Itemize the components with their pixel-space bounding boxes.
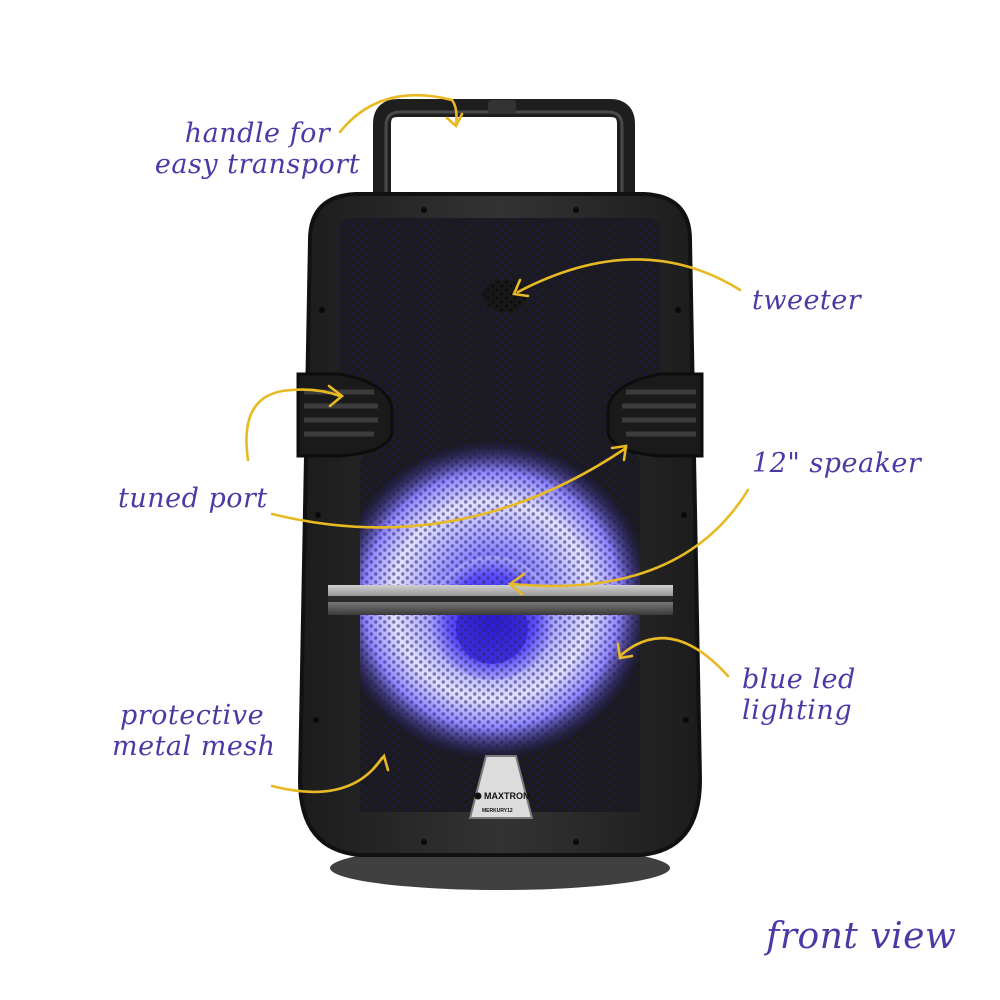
label-front-view: front view (766, 916, 957, 957)
arrow-speaker (510, 488, 750, 588)
handle (373, 99, 635, 212)
label-tuned-port: tuned port (118, 483, 268, 514)
arrow-tuned-port (245, 388, 342, 462)
callout-arrows (245, 93, 750, 794)
cabinet-screws (313, 207, 689, 845)
label-metal-mesh: protective metal mesh (112, 700, 276, 762)
arrow-tweeter (516, 258, 742, 294)
metal-mesh (340, 218, 660, 812)
brand-badge: MAXTRON MERKURY12 (468, 755, 534, 819)
arrow-led (618, 636, 730, 678)
tuned-port-right (606, 372, 704, 458)
brand-name: MAXTRON (484, 791, 530, 801)
label-blue-led: blue led lighting (742, 664, 856, 726)
label-tweeter: tweeter (752, 285, 862, 316)
arrow-handle (338, 93, 458, 134)
model-name: MERKURY12 (482, 808, 513, 814)
tuned-port-left (296, 372, 394, 458)
label-handle: handle for easy transport (154, 118, 361, 180)
label-speaker: 12" speaker (752, 448, 922, 479)
arrow-tuned-port-right (270, 446, 628, 529)
